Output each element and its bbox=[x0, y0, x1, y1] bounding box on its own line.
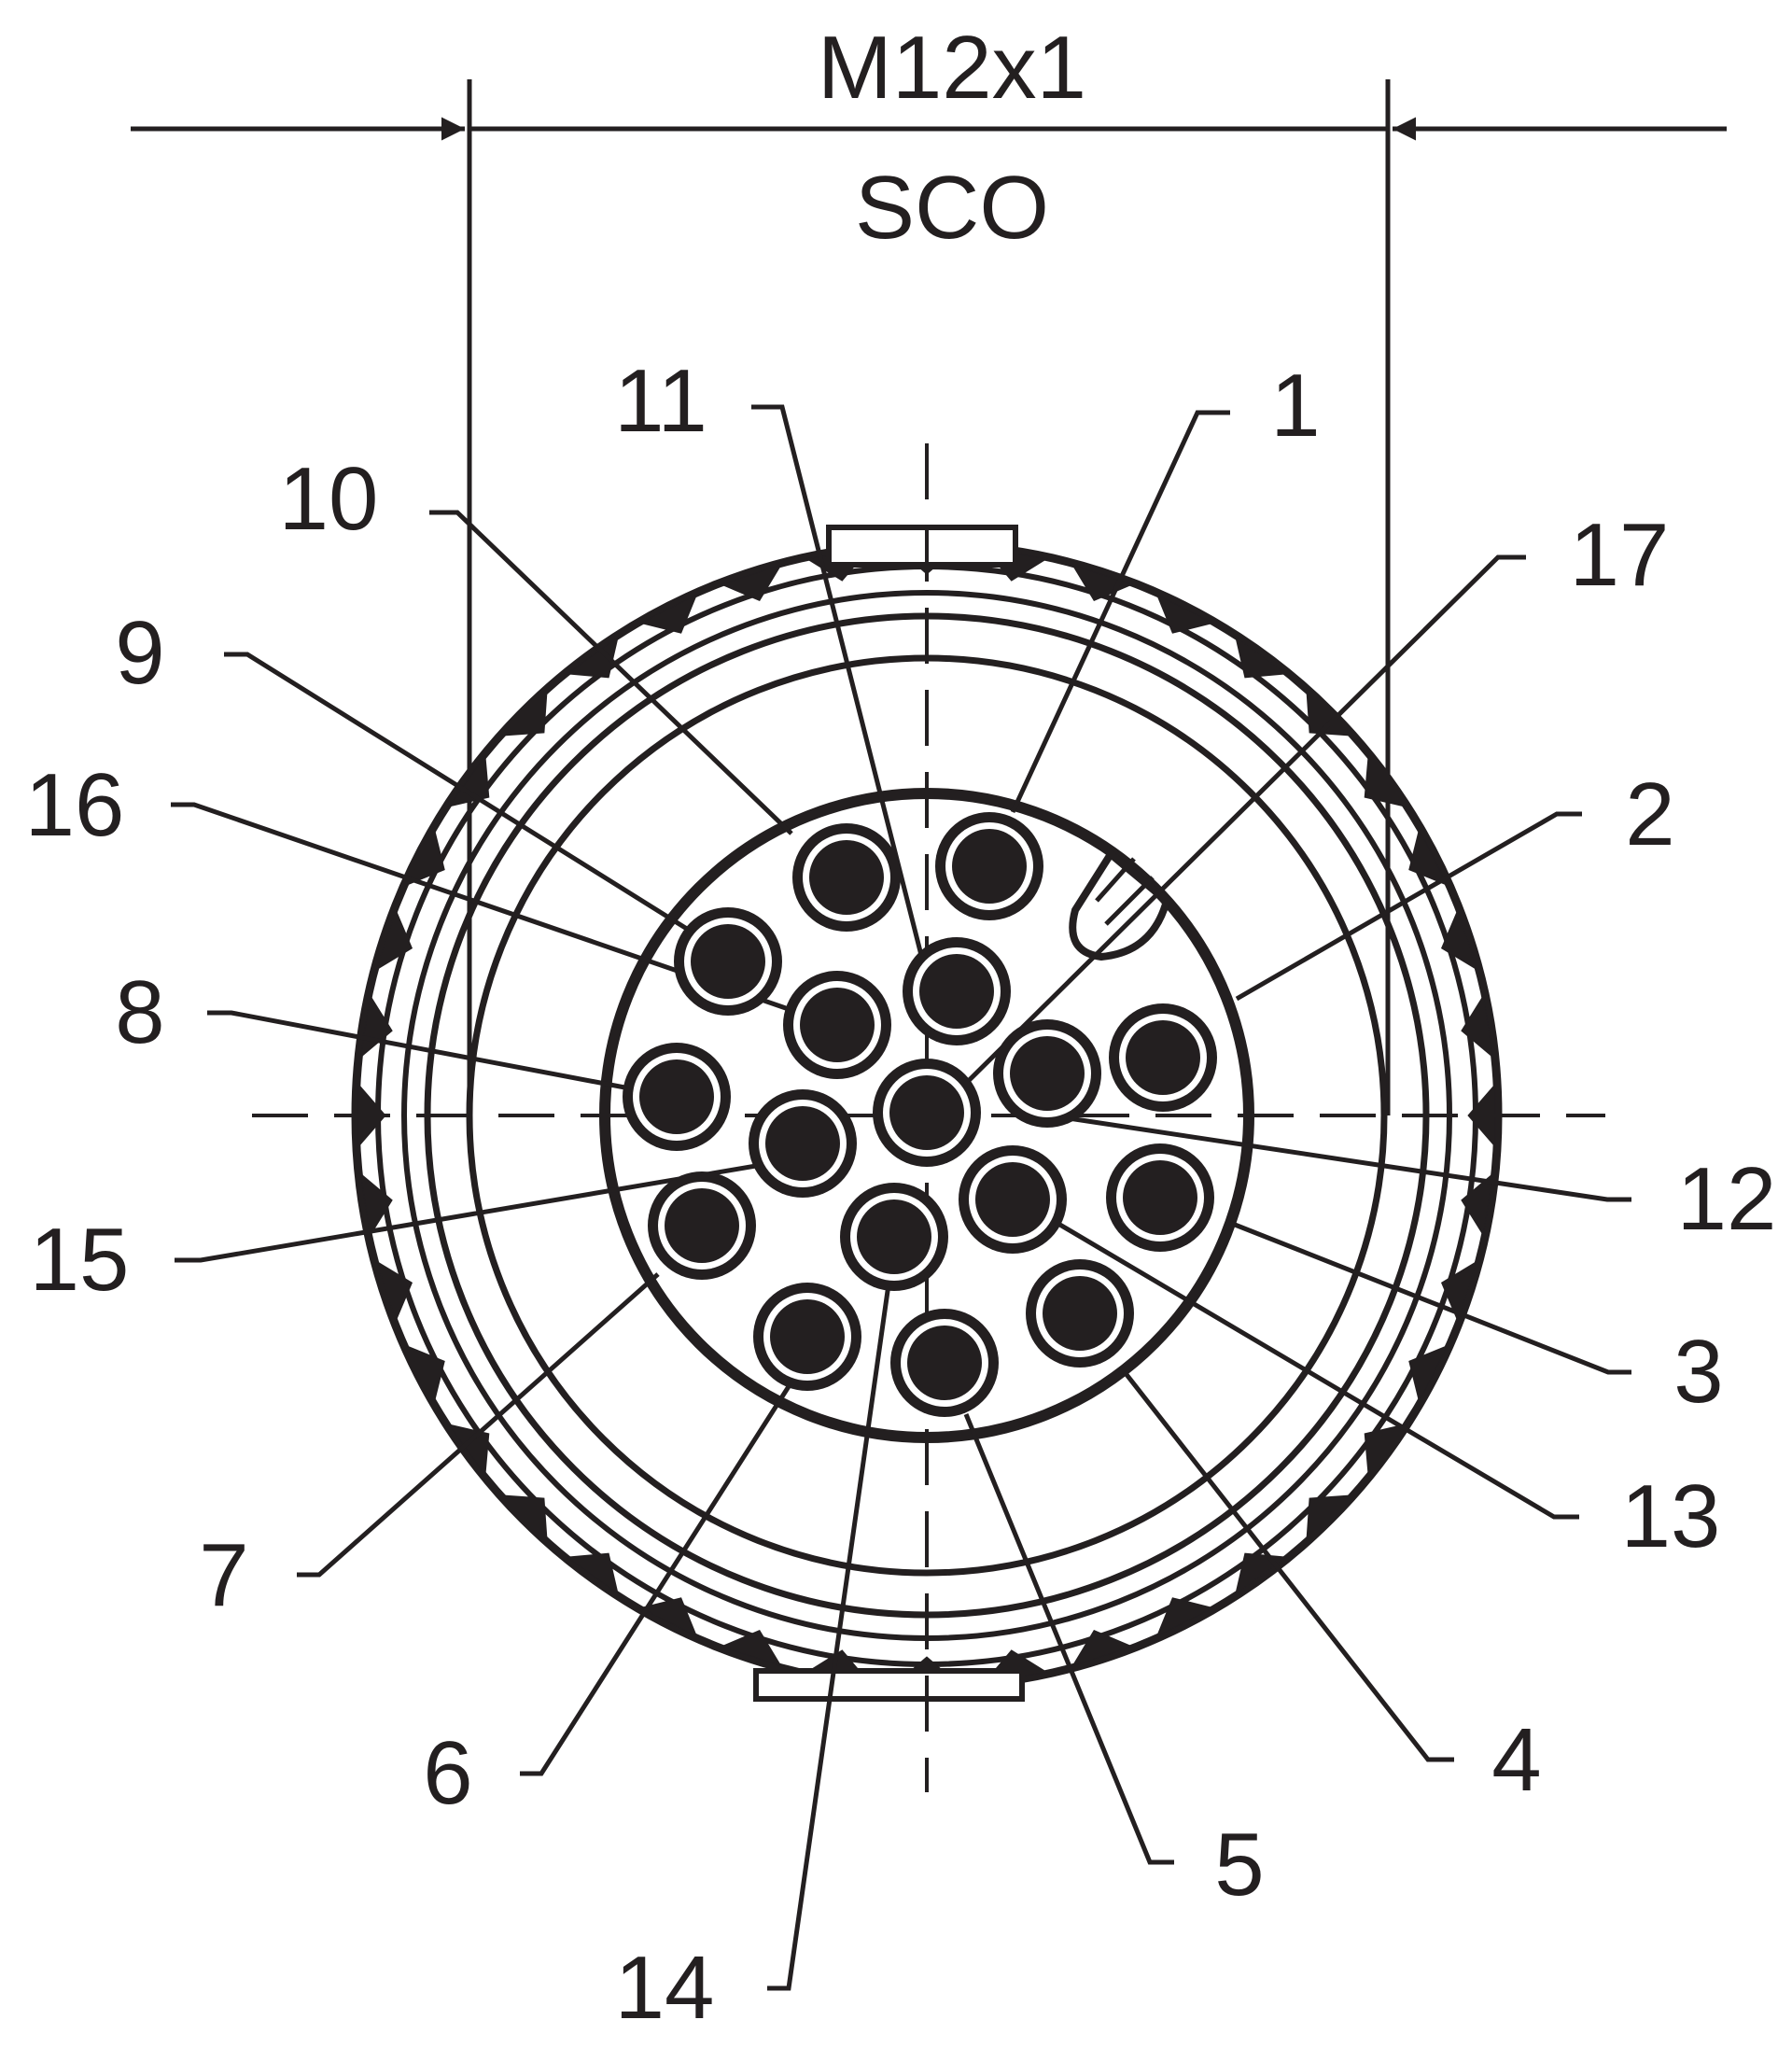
pin-8 bbox=[623, 1043, 731, 1151]
knurl-tooth bbox=[359, 994, 393, 1059]
knurl-tooth bbox=[1155, 594, 1214, 634]
leader-13 bbox=[1015, 1197, 1579, 1520]
pin-7 bbox=[648, 1171, 756, 1280]
knurl-tooth bbox=[639, 594, 698, 634]
knurl-tooth bbox=[1071, 1629, 1134, 1667]
knurl-tooth bbox=[1440, 908, 1478, 971]
leader-10 bbox=[429, 510, 793, 835]
knurl-tooth bbox=[375, 908, 413, 971]
leader-17 bbox=[927, 554, 1526, 1122]
knurl-tooth bbox=[1408, 828, 1449, 887]
pin-10 bbox=[792, 823, 901, 932]
pin-label-17: 17 bbox=[1570, 505, 1670, 605]
knurl-tooth bbox=[1461, 1171, 1494, 1237]
pin-label-9: 9 bbox=[115, 603, 164, 703]
knurl-tooth bbox=[720, 1629, 782, 1667]
knurl-tooth bbox=[405, 1344, 445, 1403]
pin-15 bbox=[749, 1089, 857, 1198]
leader-11 bbox=[751, 404, 927, 967]
pin-label-8: 8 bbox=[115, 962, 164, 1062]
leader-12 bbox=[1049, 1113, 1631, 1202]
pin-label-13: 13 bbox=[1621, 1466, 1721, 1566]
pins bbox=[623, 812, 1217, 1417]
pin-4 bbox=[1026, 1259, 1134, 1368]
pin-11 bbox=[903, 937, 1011, 1045]
pin-6 bbox=[753, 1283, 861, 1391]
pin-9 bbox=[674, 907, 782, 1016]
coding-key bbox=[1069, 849, 1171, 961]
leader-7 bbox=[297, 1272, 660, 1578]
pin-3 bbox=[1106, 1143, 1214, 1252]
knurl-tooth bbox=[1306, 1494, 1352, 1541]
knurl-tooth bbox=[1364, 1424, 1407, 1477]
knurl-tooth bbox=[501, 690, 548, 736]
knurl-tooth bbox=[639, 1597, 698, 1637]
leader-3 bbox=[1229, 1220, 1631, 1375]
knurl-tooth bbox=[1155, 1597, 1214, 1637]
pin-label-16: 16 bbox=[25, 755, 125, 855]
knurl-tooth bbox=[375, 1260, 413, 1323]
coding-label: SCO bbox=[855, 158, 1049, 258]
leader-9 bbox=[224, 652, 741, 964]
leader-1 bbox=[1010, 410, 1230, 814]
knurl-tooth bbox=[1364, 754, 1407, 807]
pin-label-5: 5 bbox=[1214, 1815, 1264, 1915]
pin-label-11: 11 bbox=[614, 351, 707, 451]
pin-label-3: 3 bbox=[1673, 1322, 1723, 1422]
leader-2 bbox=[1235, 811, 1582, 1002]
leader-15 bbox=[175, 1155, 806, 1263]
knurl-tooth bbox=[1461, 994, 1494, 1059]
coding-key-outline bbox=[1069, 849, 1171, 961]
leader-lines bbox=[171, 404, 1631, 1991]
pin-label-1: 1 bbox=[1270, 356, 1320, 456]
knurl-tooth bbox=[405, 828, 445, 887]
knurl-tooth bbox=[1306, 690, 1352, 736]
leader-6 bbox=[520, 1366, 804, 1776]
pin-2 bbox=[1109, 1003, 1217, 1112]
pin-labels: 1 2 3 4 5 6 7 8 9 10 11 12 13 14 15 16 1… bbox=[25, 351, 1777, 2038]
pin-label-2: 2 bbox=[1625, 764, 1674, 864]
pin-14 bbox=[840, 1183, 948, 1291]
knurl-tooth bbox=[1235, 1552, 1288, 1595]
pin-13 bbox=[959, 1145, 1067, 1254]
knurl-tooth bbox=[447, 1424, 490, 1477]
pin-label-6: 6 bbox=[423, 1723, 472, 1823]
knurl-tooth bbox=[447, 754, 490, 807]
pin-label-10: 10 bbox=[279, 449, 379, 549]
leader-8 bbox=[207, 1010, 675, 1100]
coding-key-hatch-1 bbox=[1095, 857, 1136, 903]
dimension-header bbox=[131, 79, 1727, 1115]
coding-key-hatch-2 bbox=[1104, 876, 1155, 926]
bottom-wrench-flat bbox=[753, 1668, 1025, 1702]
knurl-tooth bbox=[359, 1171, 393, 1237]
pin-label-4: 4 bbox=[1491, 1710, 1541, 1810]
knurl-tooth bbox=[566, 1552, 619, 1595]
knurl-tooth bbox=[720, 564, 782, 602]
knurl-tooth bbox=[1235, 636, 1288, 679]
leader-4 bbox=[1123, 1370, 1454, 1762]
pin-label-7: 7 bbox=[199, 1525, 248, 1625]
thread-size-label: M12x1 bbox=[818, 18, 1086, 118]
knurl-tooth bbox=[566, 636, 619, 679]
pin-label-15: 15 bbox=[30, 1210, 130, 1310]
leader-16 bbox=[171, 802, 841, 1030]
knurl-tooth bbox=[1440, 1260, 1478, 1323]
pin-12 bbox=[993, 1019, 1101, 1128]
leader-5 bbox=[963, 1413, 1174, 1865]
knurl-tooth bbox=[1408, 1344, 1449, 1403]
knurl-pattern bbox=[357, 546, 1496, 1685]
pin-17 bbox=[873, 1059, 981, 1167]
pin-5 bbox=[890, 1309, 999, 1417]
knurl-tooth bbox=[501, 1494, 548, 1541]
pin-label-12: 12 bbox=[1677, 1149, 1777, 1249]
leader-14 bbox=[767, 1264, 894, 1991]
pin-1 bbox=[935, 812, 1043, 920]
pin-16 bbox=[783, 971, 891, 1079]
pin-label-14: 14 bbox=[615, 1938, 715, 2038]
top-wrench-flat bbox=[826, 525, 1018, 568]
